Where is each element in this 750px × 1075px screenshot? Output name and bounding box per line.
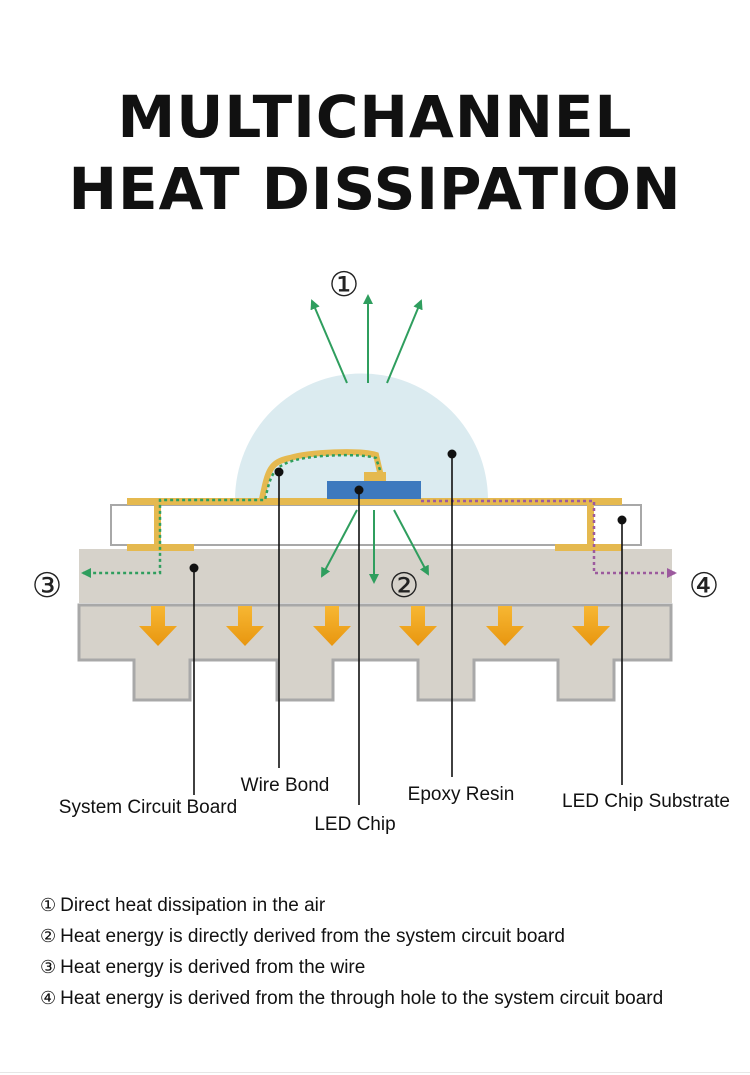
label-led-chip: LED Chip — [314, 814, 395, 835]
label-led-chip-substrate: LED Chip Substrate — [562, 791, 730, 812]
legend-text: Direct heat dissipation in the air — [60, 895, 326, 916]
legend-marker: ④ — [40, 988, 57, 1009]
through-hole-heat-path — [421, 499, 677, 578]
down-arrow-icon — [486, 606, 524, 646]
title-line-2: HEAT DISSIPATION — [68, 155, 682, 223]
board-dissipation-arrows — [321, 509, 429, 584]
wire-bond — [259, 449, 383, 502]
down-arrow-icon — [226, 606, 264, 646]
leader-dot-led-chip-substrate — [617, 515, 627, 525]
down-arrow-icon — [313, 606, 351, 646]
leader-dot-system-circuit-board — [189, 563, 199, 573]
marker-3: ③ — [32, 566, 62, 606]
label-epoxy-resin: Epoxy Resin — [408, 784, 515, 805]
bottom-divider — [0, 1072, 750, 1073]
bond-pad — [364, 472, 386, 481]
label-system-circuit-board: System Circuit Board — [59, 797, 237, 818]
down-arrow-icon — [399, 606, 437, 646]
leader-dot-epoxy-resin — [447, 449, 457, 459]
heat-dissipation-diagram: System Circuit Board Wire Bond LED Chip … — [32, 265, 730, 835]
legend-marker: ③ — [40, 957, 57, 978]
marker-2: ② — [389, 566, 419, 606]
leader-dot-led-chip — [354, 485, 364, 495]
epoxy-resin-dome — [235, 373, 488, 500]
led-chip — [327, 481, 421, 499]
legend-marker: ② — [40, 926, 57, 947]
system-circuit-board-heatsink — [77, 603, 673, 702]
leader-lines — [193, 454, 623, 805]
marker-4: ④ — [689, 566, 719, 606]
marker-1: ① — [329, 265, 359, 305]
legend-text: Heat energy is derived from the wire — [60, 957, 366, 978]
led-chip-substrate — [110, 504, 642, 546]
label-wire-bond: Wire Bond — [241, 775, 330, 796]
system-circuit-board — [79, 549, 672, 603]
down-arrow-icon — [139, 606, 177, 646]
wire-heat-path — [81, 453, 382, 578]
down-arrow-icon — [572, 606, 610, 646]
legend-marker: ① — [40, 895, 57, 916]
legend-text: Heat energy is directly derived from the… — [60, 926, 565, 947]
air-dissipation-arrows — [310, 294, 423, 384]
leader-dot-wire-bond — [274, 467, 284, 477]
title-line-1: MULTICHANNEL — [117, 83, 633, 151]
legend-text: Heat energy is derived from the through … — [60, 988, 664, 1009]
